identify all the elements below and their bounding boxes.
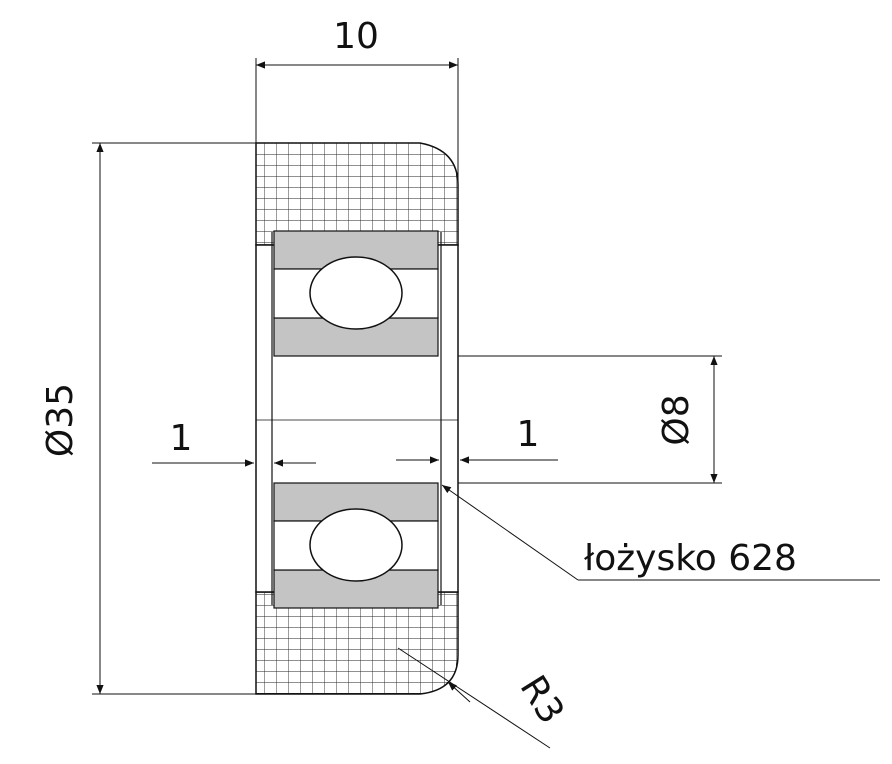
bearing-label: łożysko 628 — [584, 538, 797, 579]
dim-width-label: 10 — [333, 16, 379, 57]
dim-outer-diameter: Ø35 — [40, 142, 256, 695]
radius-label: R3 — [512, 669, 572, 731]
dim-right-gap-label: 1 — [517, 414, 540, 455]
dim-outer-diameter-label: Ø35 — [40, 383, 81, 457]
dim-left-gap: 1 — [152, 418, 316, 467]
bearing-bottom — [273, 482, 439, 609]
ball-bottom — [309, 508, 403, 582]
bearing-leader: łożysko 628 — [441, 484, 880, 581]
bearing-top — [273, 230, 439, 357]
dim-bore-diameter: Ø8 — [458, 355, 722, 484]
dim-bore-diameter-label: Ø8 — [656, 394, 697, 445]
dim-left-gap-label: 1 — [170, 418, 193, 459]
dim-width: 10 — [255, 16, 459, 180]
tire-top — [255, 142, 459, 246]
dim-right-gap: 1 — [396, 414, 558, 464]
ball-top — [309, 256, 403, 330]
